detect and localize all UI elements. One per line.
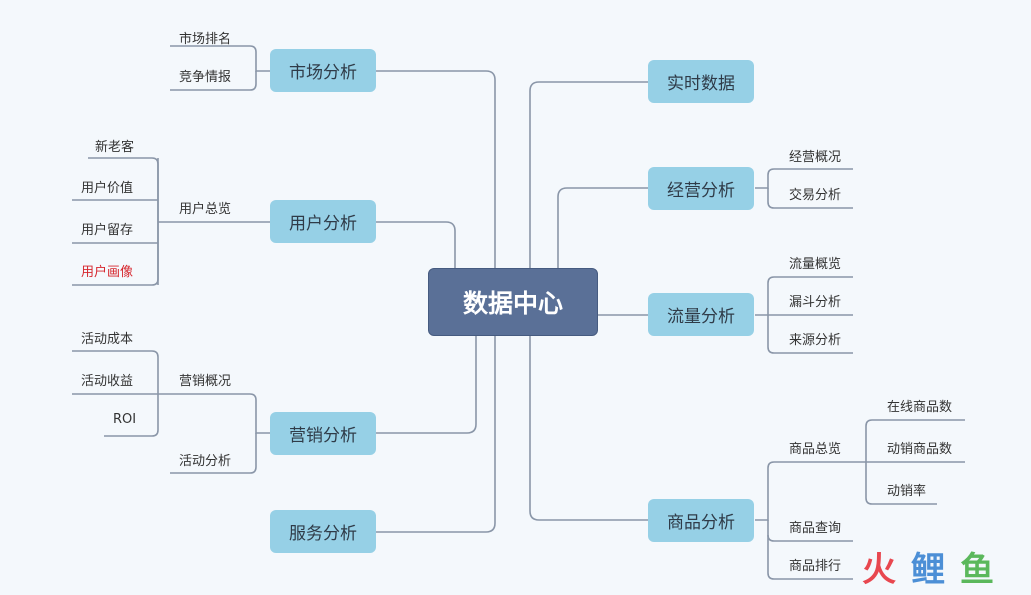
connector-center-service [376,335,496,533]
node-service-analysis[interactable]: 服务分析 [270,510,376,553]
leaf-marketing-overview[interactable]: 营销概况 [179,374,232,389]
leaf-user-overview[interactable]: 用户总览 [179,202,232,217]
connector-traffic-leaf1 [755,276,853,316]
leaf-product-ranking[interactable]: 商品排行 [789,559,842,574]
node-product-analysis[interactable]: 商品分析 [648,499,754,542]
connector-center-business [557,187,648,268]
connector-product-sub [755,461,866,521]
connector-marketing-leaf3 [104,394,159,437]
leaf-traffic-overview[interactable]: 流量概览 [789,257,842,272]
leaf-competitive-intel[interactable]: 竞争情报 [179,70,232,85]
connector-market-leaf1 [170,45,270,72]
center-node[interactable]: 数据中心 [428,268,598,336]
watermark-char-1: 火 [862,550,896,590]
leaf-funnel-analysis[interactable]: 漏斗分析 [789,295,842,310]
connector-product-sub-leaf3 [865,462,937,505]
connector-business-leaf2 [767,188,853,209]
connector-center-user [376,221,456,268]
leaf-user-value[interactable]: 用户价值 [81,181,134,196]
connector-traffic-leaf3 [767,315,853,354]
connector-center-market [376,70,496,268]
leaf-business-overview[interactable]: 经营概况 [789,150,842,165]
connector-market-leaf2 [170,71,257,91]
leaf-campaign-cost[interactable]: 活动成本 [81,332,134,347]
leaf-sell-through-rate[interactable]: 动销率 [887,484,927,499]
connector-center-realtime [529,81,648,268]
connector-business-leaf1 [755,168,853,189]
connector-marketing-sub2 [170,433,257,474]
leaf-roi[interactable]: ROI [113,412,137,427]
leaf-new-old-customers[interactable]: 新老客 [95,140,135,155]
node-marketing-analysis[interactable]: 营销分析 [270,412,376,455]
connector-product-sub-leaf1 [865,419,965,462]
leaf-campaign-analysis[interactable]: 活动分析 [179,454,232,469]
watermark-char-3: 鱼 [960,550,994,590]
leaf-online-products[interactable]: 在线商品数 [887,400,953,415]
leaf-selling-products[interactable]: 动销商品数 [887,442,953,457]
leaf-source-analysis[interactable]: 来源分析 [789,333,842,348]
leaf-trade-analysis[interactable]: 交易分析 [789,188,842,203]
node-market-analysis[interactable]: 市场分析 [270,49,376,92]
connector-marketing-sub1 [158,393,270,434]
connector-center-marketing [376,335,477,434]
connector-center-product [529,335,648,521]
leaf-user-retention[interactable]: 用户留存 [81,223,134,238]
connector-marketing-leaf1 [72,350,159,394]
node-user-analysis[interactable]: 用户分析 [270,200,376,243]
leaf-user-profile[interactable]: 用户画像 [81,265,134,280]
leaf-campaign-revenue[interactable]: 活动收益 [81,374,134,389]
watermark-char-2: 鲤 [911,550,945,590]
node-realtime-data[interactable]: 实时数据 [648,60,754,103]
leaf-product-search[interactable]: 商品查询 [789,521,842,536]
connector-product-leaf2 [767,535,853,580]
node-traffic-analysis[interactable]: 流量分析 [648,293,754,336]
leaf-product-overview[interactable]: 商品总览 [789,442,842,457]
node-business-analysis[interactable]: 经营分析 [648,167,754,210]
leaf-market-ranking[interactable]: 市场排名 [179,32,232,47]
